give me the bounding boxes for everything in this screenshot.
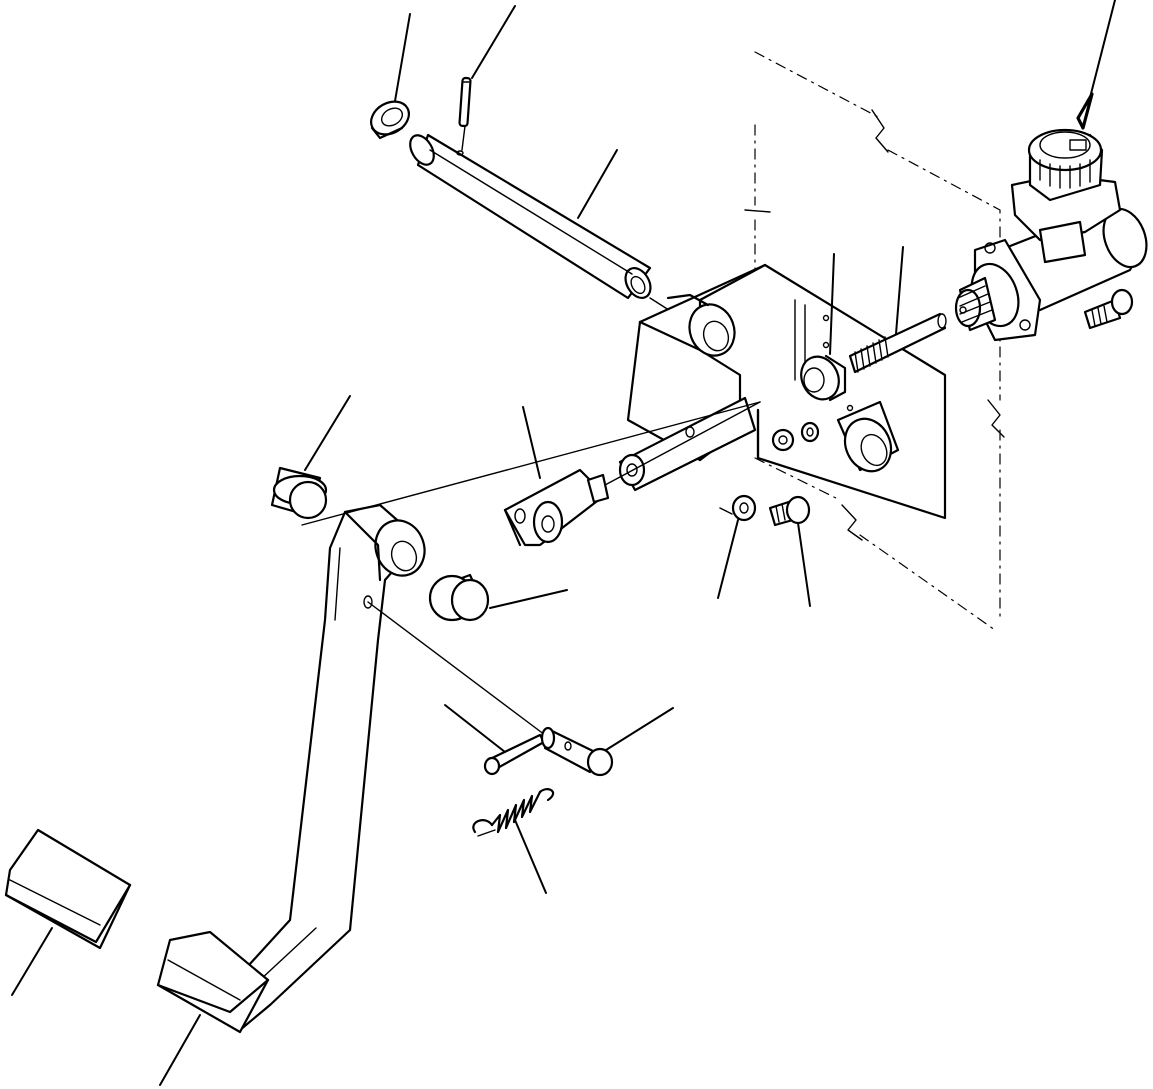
master-cylinder (954, 0, 1148, 342)
bushing-lower (428, 573, 568, 622)
pivot-shaft (409, 133, 673, 313)
return-spring (472, 788, 555, 894)
mounting-bracket (618, 263, 947, 520)
panel-outline (744, 51, 1005, 631)
cotter-pin (444, 704, 546, 776)
bolt (768, 495, 811, 607)
push-rod (848, 246, 947, 374)
lock-nut (800, 253, 847, 402)
washer (717, 494, 757, 599)
spring-pin (458, 5, 516, 151)
bushing-upper (270, 395, 351, 520)
pedal-arm (206, 401, 761, 1032)
mounting-bolt (1083, 288, 1134, 330)
pedal-pad (4, 828, 132, 996)
clevis-yoke (503, 401, 761, 547)
clevis-pin (540, 707, 674, 777)
pedal-pad-on-arm (156, 930, 270, 1086)
washer-ring (370, 13, 411, 140)
